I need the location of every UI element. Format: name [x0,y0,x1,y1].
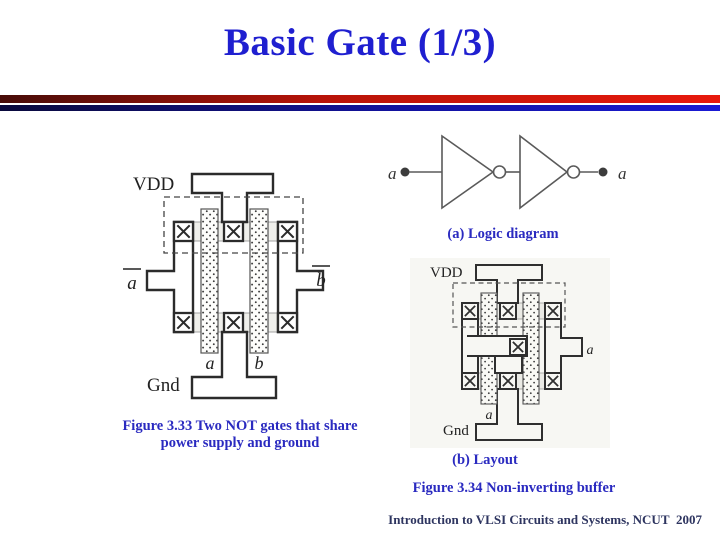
vdd-label: VDD [430,265,463,281]
contact-x-icon [172,220,195,243]
figure-3-33-caption: Figure 3.33 Two NOT gates that share pow… [122,418,358,451]
contact-x-icon [276,311,299,334]
input-b-label: b [255,353,264,373]
inverter-triangle-1 [441,134,495,210]
vdd-label: VDD [133,174,174,195]
contact-x-icon [172,311,195,334]
contact-x-icon [544,302,562,320]
poly-gate-b [249,208,269,354]
input-a-label: a [206,353,215,373]
contact-x-icon [222,220,245,243]
contact-x-icon [544,372,562,390]
contact-x-icon [222,311,245,334]
gnd-rail [190,330,278,400]
output-b-bar-label: b [316,270,326,291]
contact-x-icon [461,302,479,320]
figure-3-34a-caption: (a) Logic diagram [447,226,559,242]
gnd-label: Gnd [443,423,469,439]
contact-x-icon [499,302,517,320]
divider-red-stripe [0,95,720,103]
output-a-bar-label: a [127,273,137,294]
divider-gap [0,103,720,105]
logic-output-label: a [618,164,627,183]
poly-contact-x-icon [509,338,527,356]
gnd-rail [475,388,543,441]
figure-3-34-layout: VDD Gnd a a [410,258,610,448]
contact-x-icon [461,372,479,390]
vdd-rail [190,172,275,224]
metal-connector [494,355,523,374]
figure-3-34-caption: Figure 3.34 Non-inverting buffer [412,480,616,496]
logic-input-label: a [388,164,397,183]
figure-3-33-layout: VDD Gnd a b a b [123,172,330,400]
divider-blue-stripe [0,105,720,111]
slide-title: Basic Gate (1/3) [223,21,497,64]
vdd-rail [475,264,543,304]
nwell-boundary [452,282,566,328]
inverter-triangle-2 [519,134,569,210]
slide-footer: Introduction to VLSI Circuits and System… [388,512,702,527]
figure-3-34b-caption: (b) Layout [452,452,518,468]
output-node-dot [598,167,608,177]
metal-column-output-a [145,220,195,334]
figure-3-34-logic-diagram: a a [388,134,627,210]
inverter-bubble-2 [566,165,581,179]
nwell-boundary [163,196,304,254]
inverter-bubble-1 [492,165,507,179]
poly-gate-a [200,208,219,354]
contact-x-icon [276,220,299,243]
layout-input-label: a [486,408,493,423]
gnd-label: Gnd [147,375,180,396]
layout-output-label: a [587,343,594,358]
title-divider [0,95,720,111]
contact-x-icon [499,372,517,390]
input-node-dot [400,167,410,177]
